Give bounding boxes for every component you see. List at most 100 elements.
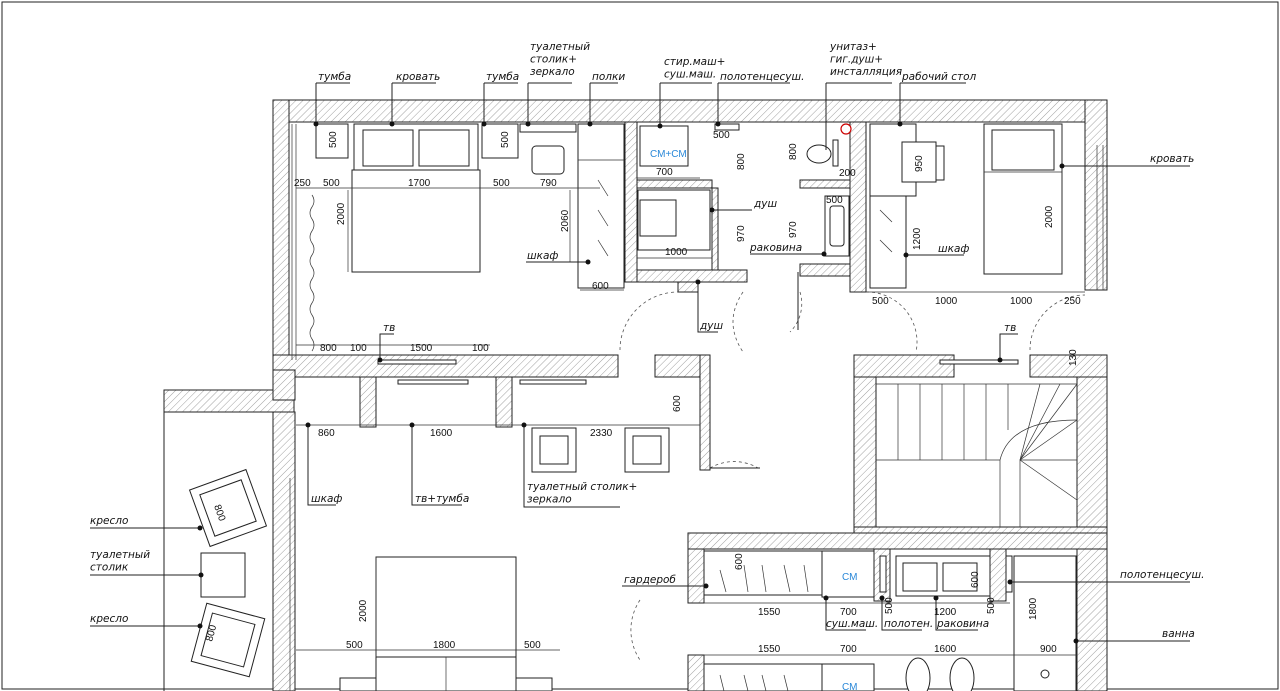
dim-text: 1000 bbox=[665, 247, 688, 258]
dim-text: 500 bbox=[524, 640, 541, 651]
label-desk: рабочий стол bbox=[901, 71, 977, 83]
label-tv2: тв bbox=[1004, 322, 1016, 334]
dim-text: 250 bbox=[294, 178, 311, 189]
dim-text: 500 bbox=[884, 597, 895, 614]
bathroom-top bbox=[619, 123, 852, 353]
windows bbox=[289, 124, 1104, 691]
dim-text: 1200 bbox=[934, 607, 957, 618]
dim-text: 800 bbox=[320, 343, 337, 354]
dim-text: 130 bbox=[1068, 349, 1079, 366]
dim-text: 1500 bbox=[410, 343, 433, 354]
dim-text: 950 bbox=[914, 155, 925, 172]
dim-text: 500 bbox=[346, 640, 363, 651]
label-armchair1: кресло bbox=[90, 515, 128, 527]
dim-text: 500 bbox=[500, 131, 511, 148]
label-wardrobe-right: шкаф bbox=[938, 243, 969, 255]
dimension-texts: 500 250 500 1700 500 790 500 2000 2060 6… bbox=[204, 130, 1081, 655]
label-washer: стир.маш+суш.маш. bbox=[664, 56, 725, 81]
label-tv1: тв bbox=[383, 322, 395, 334]
label-bed-left: кровать bbox=[396, 71, 440, 83]
dim-text: 200 bbox=[839, 168, 856, 179]
label-garderob: гардероб bbox=[624, 574, 676, 586]
dim-text: 800 bbox=[204, 623, 219, 642]
dim-text: 500 bbox=[713, 130, 730, 141]
dim-text: 1600 bbox=[430, 428, 453, 439]
dim-text: 970 bbox=[736, 225, 747, 242]
dim-text: 700 bbox=[840, 644, 857, 655]
bedroom-left bbox=[315, 123, 625, 365]
label-tumba-right: тумба bbox=[486, 71, 519, 83]
dim-text: 1550 bbox=[758, 644, 781, 655]
dim-text: 500 bbox=[872, 296, 889, 307]
bedroom-lower bbox=[339, 379, 760, 691]
label-bed-right: кровать bbox=[1150, 153, 1194, 165]
leader-dots bbox=[197, 121, 1079, 644]
label-shower2: душ bbox=[699, 320, 723, 332]
dim-text: 790 bbox=[540, 178, 557, 189]
dimension-lines bbox=[296, 124, 1085, 657]
label-cm2: СМ bbox=[842, 682, 857, 691]
dim-text: 250 bbox=[1064, 296, 1081, 307]
dim-text: 500 bbox=[826, 195, 843, 206]
dim-text: 1800 bbox=[433, 640, 456, 651]
dim-text: 2000 bbox=[336, 202, 347, 225]
dim-text: 500 bbox=[328, 131, 339, 148]
dim-text: 1200 bbox=[912, 227, 923, 250]
label-towel-bottom: полотен. bbox=[884, 618, 933, 630]
dim-text: 2060 bbox=[560, 209, 571, 232]
label-sink2: раковина bbox=[936, 618, 989, 630]
leader-lines bbox=[90, 82, 1190, 642]
walls bbox=[163, 99, 1108, 691]
dim-text: 500 bbox=[493, 178, 510, 189]
dim-text: 600 bbox=[672, 395, 683, 412]
staircase bbox=[876, 383, 1078, 527]
dim-text: 100 bbox=[350, 343, 367, 354]
label-towel-top: полотенцесуш. bbox=[720, 71, 804, 83]
dim-text: 600 bbox=[970, 571, 981, 588]
label-sink1: раковина bbox=[749, 242, 802, 254]
label-vanity2: туалетный столик+зеркало bbox=[527, 481, 637, 506]
label-bath: ванна bbox=[1162, 628, 1195, 640]
label-wardrobe-top: шкаф bbox=[527, 250, 558, 262]
dim-text: 700 bbox=[656, 167, 673, 178]
dim-text: 500 bbox=[986, 597, 997, 614]
label-cm1: СМ bbox=[842, 572, 857, 583]
dim-text: 970 bbox=[788, 221, 799, 238]
bedroom-right bbox=[865, 123, 1086, 365]
dim-text: 1000 bbox=[935, 296, 958, 307]
dim-text: 600 bbox=[734, 553, 745, 570]
dim-text: 900 bbox=[1040, 644, 1057, 655]
label-dryer: суш.маш. bbox=[826, 618, 878, 630]
label-armchair2: кресло bbox=[90, 613, 128, 625]
bathroom-lower bbox=[630, 550, 1077, 691]
label-wardrobe-mid: шкаф bbox=[311, 493, 342, 505]
dim-text: 600 bbox=[592, 281, 609, 292]
label-towel-right: полотенцесуш. bbox=[1120, 569, 1204, 581]
dim-text: 1700 bbox=[408, 178, 431, 189]
label-toilet-top: унитаз+гиг.душ+инсталляция bbox=[829, 41, 902, 78]
dim-text: 1000 bbox=[1010, 296, 1033, 307]
dim-text: 2330 bbox=[590, 428, 613, 439]
dim-text: 1600 bbox=[934, 644, 957, 655]
dim-text: 800 bbox=[788, 143, 799, 160]
label-tumba-left: тумба bbox=[318, 71, 351, 83]
label-cm-cm: СМ+СМ bbox=[650, 149, 687, 160]
dim-text: 1550 bbox=[758, 607, 781, 618]
dim-text: 700 bbox=[840, 607, 857, 618]
label-tv-stand: тв+тумба bbox=[415, 493, 469, 505]
dim-text: 2000 bbox=[1044, 205, 1055, 228]
dim-text: 860 bbox=[318, 428, 335, 439]
label-shower1: душ bbox=[753, 198, 777, 210]
balcony bbox=[163, 390, 268, 691]
label-shelves: полки bbox=[592, 71, 625, 83]
dim-text: 1800 bbox=[1028, 597, 1039, 620]
dim-text: 800 bbox=[736, 153, 747, 170]
dim-text: 500 bbox=[323, 178, 340, 189]
dim-text: 2000 bbox=[358, 599, 369, 622]
dim-text: 100 bbox=[472, 343, 489, 354]
